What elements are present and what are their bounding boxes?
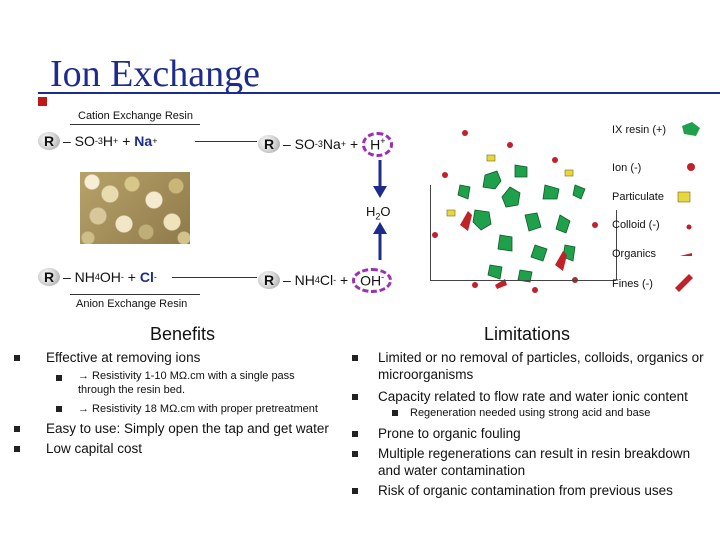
chloride-ion: Cl bbox=[139, 269, 154, 285]
resin-bed-diagram bbox=[432, 130, 598, 293]
water-formula: H2O bbox=[366, 204, 391, 222]
benefit-item-low-cost: Low capital cost bbox=[46, 441, 143, 456]
bullet bbox=[352, 488, 358, 494]
benefit-subitem-resistivity-pretreatment: → Resistivity 18 MΩ.cm with proper pretr… bbox=[78, 403, 318, 415]
limitation-item-removal: Limited or no removal of particles, coll… bbox=[378, 350, 704, 382]
legend-fines: Fines (-) bbox=[612, 278, 653, 290]
fines-icon bbox=[675, 274, 693, 292]
anion-resin-label: Anion Exchange Resin bbox=[76, 298, 188, 310]
anion-reaction-arrow bbox=[172, 277, 257, 278]
bed-wall-right bbox=[616, 210, 617, 280]
particulate-icon bbox=[677, 191, 691, 203]
ion-particles bbox=[432, 130, 598, 293]
bullet bbox=[56, 375, 62, 381]
bullet bbox=[352, 394, 358, 400]
hydroxide-ion-highlight: OH- bbox=[352, 268, 393, 293]
limitation-item-resin-breakdown: Multiple regenerations can result in res… bbox=[378, 446, 691, 478]
bullet bbox=[14, 446, 20, 452]
bullet bbox=[352, 431, 358, 437]
title-underline bbox=[38, 92, 720, 94]
bullet bbox=[14, 426, 20, 432]
slide-title: Ion Exchange bbox=[50, 53, 260, 95]
title-accent-square bbox=[38, 97, 47, 106]
limitation-subitem-regeneration: Regeneration needed using strong acid an… bbox=[410, 407, 651, 419]
water-formation-arrows bbox=[373, 160, 387, 260]
legend-organics: Organics bbox=[612, 248, 657, 260]
bullet bbox=[14, 355, 20, 361]
bullet bbox=[56, 406, 62, 412]
resin-beads-photo bbox=[80, 172, 190, 244]
ion-icon bbox=[687, 163, 695, 171]
limitations-heading: Limitations bbox=[484, 324, 571, 344]
anion-label-line bbox=[70, 294, 200, 295]
organic-particles bbox=[460, 211, 567, 289]
bullet bbox=[352, 451, 358, 457]
resin-bead-r: R bbox=[38, 268, 60, 286]
bullet bbox=[352, 355, 358, 361]
legend-ix-resin: IX resin (+) bbox=[612, 124, 667, 136]
organics-icon bbox=[680, 253, 692, 256]
legend-ion: Ion (-) bbox=[612, 162, 642, 174]
particulate-particles bbox=[446, 154, 574, 217]
cation-equation-left: R – SO-3 H+ + Na+ bbox=[38, 132, 157, 150]
resin-particles bbox=[457, 164, 586, 283]
bed-bottom bbox=[430, 280, 616, 281]
benefits-heading: Benefits bbox=[150, 324, 216, 344]
cation-equation-right: R – SO-3 Na+ + H+ bbox=[258, 132, 394, 157]
limitation-item-organic-contamination: Risk of organic contamination from previ… bbox=[378, 483, 673, 498]
resin-bead-r: R bbox=[258, 135, 280, 154]
benefit-subitem-resistivity-single: → Resistivity 1-10 MΩ.cm with a single p… bbox=[78, 370, 295, 396]
bullet bbox=[392, 410, 398, 416]
colloid-icon bbox=[686, 224, 692, 230]
ix-resin-icon bbox=[682, 122, 700, 136]
cation-label-line bbox=[70, 124, 200, 125]
resin-bead-r: R bbox=[258, 271, 280, 290]
legend-colloid: Colloid (-) bbox=[612, 219, 660, 231]
cation-reaction-arrow bbox=[195, 141, 257, 142]
limitation-item-capacity: Capacity related to flow rate and water … bbox=[378, 389, 688, 404]
sodium-ion: Na bbox=[134, 133, 153, 149]
hydrogen-ion-highlight: H+ bbox=[362, 132, 394, 157]
limitation-item-organic-fouling: Prone to organic fouling bbox=[378, 426, 521, 441]
legend-particulate: Particulate bbox=[612, 191, 664, 203]
bed-wall-left bbox=[430, 185, 431, 280]
benefit-item-effective: Effective at removing ions bbox=[46, 350, 201, 365]
resin-bead-r: R bbox=[38, 132, 60, 150]
cation-resin-label: Cation Exchange Resin bbox=[78, 110, 193, 122]
benefit-item-easy-to-use: Easy to use: Simply open the tap and get… bbox=[46, 421, 329, 436]
